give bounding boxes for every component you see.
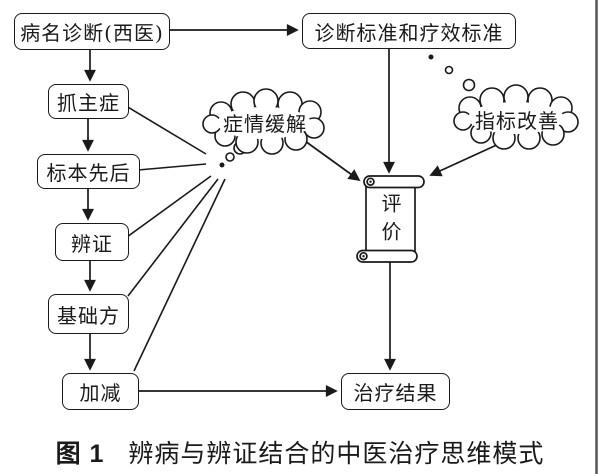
figure-caption: 图 1 辨病与辨证结合的中医治疗思维模式	[0, 434, 600, 470]
trail-bubble-dot	[428, 54, 434, 60]
arrow-symptom-relief-to-evaluation	[304, 140, 361, 182]
node-modification: 加减	[62, 373, 139, 410]
scroll-bottom-roll	[356, 249, 418, 263]
arrow-indicator-improvement-to-evaluation	[429, 142, 502, 177]
fan-line-base-formula	[127, 178, 219, 297]
trail-bubble-dot	[219, 162, 225, 168]
association-fan-lines	[125, 105, 226, 372]
node-root-branch-order: 标本先后	[37, 154, 140, 189]
cloud-label-symptom-relief: 症情缓解	[223, 111, 307, 136]
evaluation-scroll-shape	[356, 175, 425, 263]
fan-line-modification	[133, 178, 226, 372]
symptom-relief-cloud	[202, 88, 325, 155]
scroll-top-roll	[363, 175, 425, 189]
node-syndrome-differentiation: 辨证	[55, 223, 129, 261]
figure-caption-number: 图 1	[55, 440, 105, 468]
fan-line-root-branch	[137, 163, 207, 171]
node-base-formula: 基础方	[48, 294, 129, 334]
node-treatment-result: 治疗结果	[341, 373, 450, 410]
fan-line-main-symptoms	[125, 105, 207, 155]
trail-bubble-large	[462, 78, 476, 92]
trail-bubble-medium	[225, 152, 235, 162]
node-disease-diagnosis: 病名诊断(西医)	[14, 13, 170, 50]
scroll-label-evaluation: 评价	[378, 193, 402, 249]
figure-caption-text: 辨病与辨证结合的中医治疗思维模式	[128, 439, 545, 468]
cloud-label-indicator-improvement: 指标改善	[475, 108, 559, 133]
node-main-symptoms: 抓主症	[48, 84, 129, 119]
fan-line-syndrome	[126, 175, 212, 238]
indicator-improvement-cloud	[453, 84, 579, 150]
node-criteria: 诊断标准和疗效标准	[302, 13, 516, 49]
flow-arrows	[82, 24, 502, 397]
trail-bubble-medium	[444, 65, 454, 75]
indicator-improvement-thought-trail	[428, 54, 476, 92]
